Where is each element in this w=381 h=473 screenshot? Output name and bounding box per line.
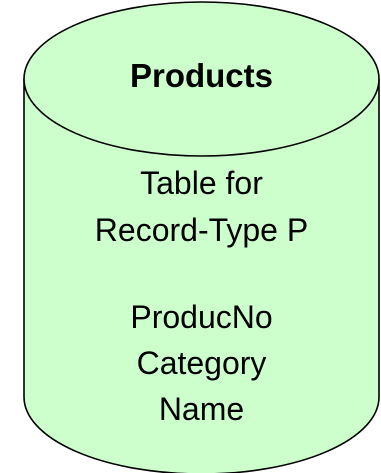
cylinder-top [23, 1, 380, 157]
field-producno: ProducNo [130, 299, 273, 335]
description-line-2: Record-Type P [94, 212, 309, 248]
table-description: Table for Record-Type P [24, 160, 379, 254]
field-category: Category [136, 345, 267, 381]
description-line-1: Table for [140, 165, 263, 201]
cylinder-body [23, 79, 380, 473]
field-name: Name [158, 391, 245, 427]
table-title: Products [129, 57, 274, 94]
